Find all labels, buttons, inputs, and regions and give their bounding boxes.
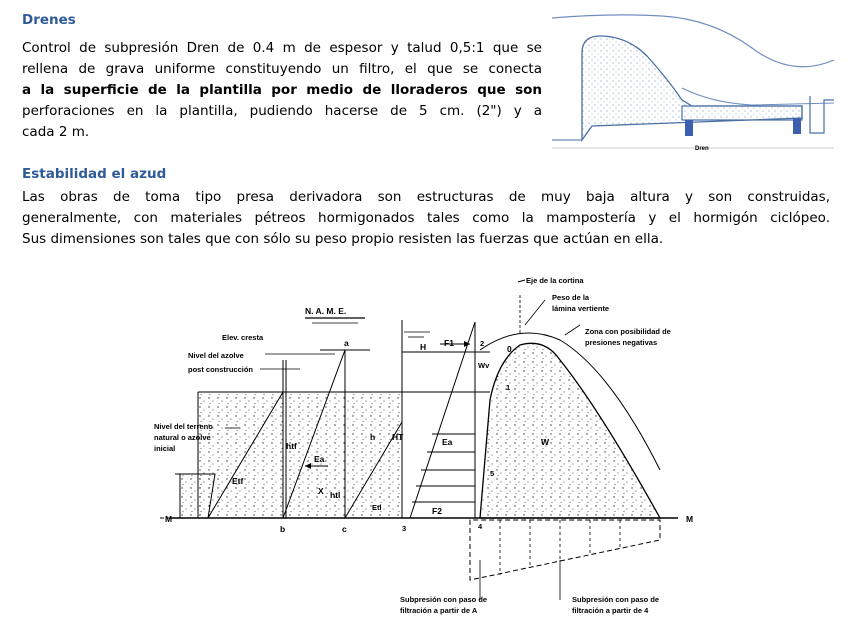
label-F2: F2 [432,506,442,516]
paragraph-line: generalmente, con materiales pétreos hor… [22,210,830,226]
paragraph-line: Las obras de toma tipo presa derivadora … [22,189,830,205]
label-4: 4 [478,522,483,531]
section-title-drenes: Drenes [22,12,76,28]
label-azolve-post-1: Nivel del azolve [188,351,244,360]
label-ea-left: Ea [314,454,325,464]
label-ht: HT [392,432,404,442]
drain-label: Dren [695,146,709,152]
drain-figure: Dren [552,14,834,152]
label-etl: Etl [372,503,382,512]
label-2: 2 [480,339,484,348]
paragraph-line: a la superficie de la plantilla por medi… [22,82,542,98]
label-htl: htl [330,490,340,500]
label-sub-4-2: filtración a partir de 4 [572,606,649,615]
label-zona-2: presiones negativas [585,338,657,347]
label-3: 3 [402,524,406,533]
section-title-estabilidad: Estabilidad el azud [22,166,167,182]
label-peso-2: lámina vertiente [552,304,609,313]
label-sub-4-1: Subpresión con paso de [572,595,659,604]
dam-stability-diagram: Eje de la cortina Peso de la lámina vert… [154,276,693,615]
label-zona-1: Zona con posibilidad de [585,327,671,336]
label-1: 1 [506,383,510,392]
label-x: X [318,486,324,496]
label-b: b [280,524,285,534]
pressure-hatching [412,433,475,503]
label-htf: htf [286,441,297,451]
label-etf: Etf [232,476,244,486]
label-name: N. A. M. E. [305,306,346,316]
label-5: 5 [490,469,494,478]
label-terreno-3: inicial [154,444,175,453]
label-F1: F1 [444,338,454,348]
label-terreno-2: natural o azolve [154,433,211,442]
label-0: 0 [507,344,512,354]
estabilidad-paragraph: Las obras de toma tipo presa derivadora … [22,187,830,250]
paragraph-line: perforaciones en la plantilla, pudiendo … [22,103,542,119]
paragraph-line: Control de subpresión Dren de 0.4 m de e… [22,40,542,56]
label-H: H [420,342,426,352]
label-elev-cresta: Elev. cresta [222,333,264,342]
paragraph-line: rellena de grava uniforme constituyendo … [22,61,542,77]
label-sub-a-2: filtración a partir de A [400,606,478,615]
label-sub-a-1: Subpresión con paso de [400,595,487,604]
drain-block [685,120,693,136]
dam-body [479,342,662,519]
label-peso-1: Peso de la [552,293,590,302]
label-W: W [541,437,550,447]
drenes-paragraph: Control de subpresión Dren de 0.4 m de e… [22,38,542,143]
label-terreno-1: Nivel del terreno [154,422,213,431]
label-h: h [370,432,375,442]
label-eje: Eje de la cortina [526,276,584,285]
label-m-left: M [165,514,172,524]
drain-block [793,118,801,134]
label-ea-right: Ea [442,437,453,447]
label-a: a [344,338,349,348]
label-c: c [342,524,347,534]
paragraph-line: cada 2 m. [22,124,90,140]
paragraph-line: Sus dimensiones son tales que con sólo s… [22,231,664,247]
label-azolve-post-2: post construcción [188,365,253,374]
label-wv: Wv [478,361,490,370]
label-m-right: M [686,514,693,524]
